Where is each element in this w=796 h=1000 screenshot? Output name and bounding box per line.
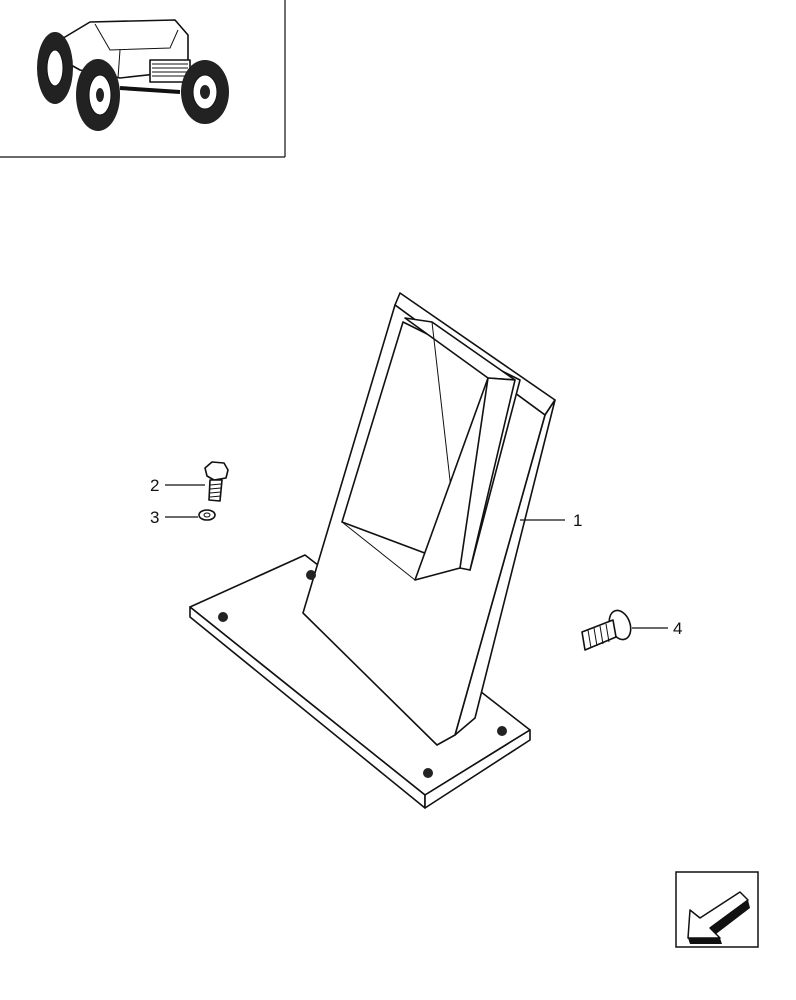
screw-part bbox=[581, 609, 632, 651]
bolt-part bbox=[204, 461, 229, 502]
washer-part bbox=[198, 509, 216, 521]
callout-2: 2 bbox=[150, 476, 159, 495]
bracket-assembly bbox=[189, 292, 556, 809]
callout-4: 4 bbox=[673, 619, 682, 638]
callout-1: 1 bbox=[573, 511, 582, 530]
arrow-down-left-icon[interactable] bbox=[675, 871, 759, 948]
thumbnail-frame bbox=[0, 0, 286, 158]
callout-3: 3 bbox=[150, 508, 159, 527]
tractor-icon[interactable] bbox=[37, 19, 229, 131]
